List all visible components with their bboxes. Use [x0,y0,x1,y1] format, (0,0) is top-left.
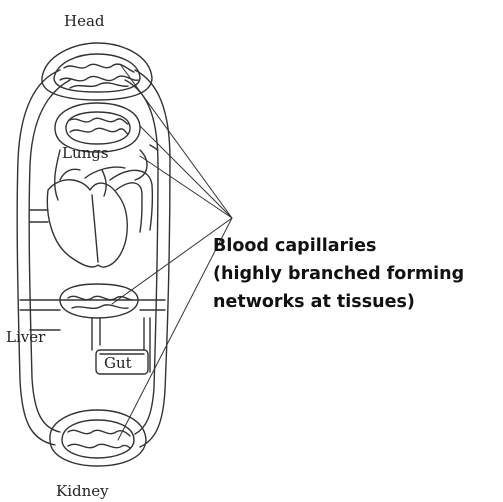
lungs-label: Lungs [62,144,109,162]
liver-label: Liver [6,328,46,346]
heart [30,169,152,267]
caption-line-3: networks at tissues) [213,288,503,316]
kidney-capillary-bed [50,410,146,466]
capillaries-caption: Blood capillaries (highly branched formi… [213,232,503,316]
head-label: Head [64,12,105,30]
kidney-label: Kidney [56,482,109,500]
caption-line-1: Blood capillaries [213,232,503,260]
outer-vessel-loop [17,70,170,447]
caption-line-2: (highly branched forming [213,260,503,288]
gut-label: Gut [104,354,132,372]
head-capillary-bed [42,43,152,100]
